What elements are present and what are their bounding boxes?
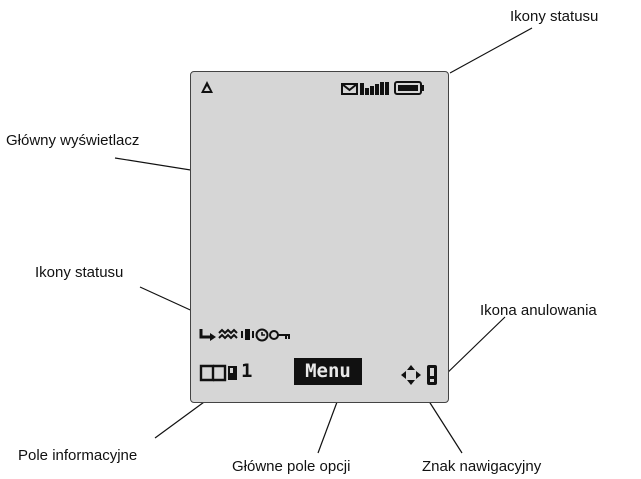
label-main-option-field: Główne pole opcji [232, 458, 351, 475]
key-lock-icon [269, 330, 290, 340]
label-navigation-sign: Znak nawigacyjny [422, 458, 542, 475]
ringer-wave-icon [218, 328, 238, 340]
label-main-display: Główny wyświetlacz [6, 132, 140, 149]
navigation-arrows-icon [401, 365, 421, 385]
vibrate-icon [241, 329, 254, 340]
phonebook-icon [199, 364, 237, 382]
label-info-field: Pole informacyjne [18, 447, 138, 464]
cancel-icon [427, 365, 437, 385]
antenna-icon [201, 81, 213, 93]
call-forward-icon [199, 329, 216, 341]
label-cancel-icon: Ikona anulowania [480, 302, 597, 319]
menu-softkey[interactable]: Menu [294, 358, 362, 385]
label-status-icons-top: Ikony statusu [510, 8, 599, 25]
status-icon-row [199, 328, 290, 342]
label-status-icons-bottom: Ikony statusu [35, 264, 124, 281]
leader-status-top [449, 27, 533, 74]
envelope-icon [341, 83, 358, 95]
signal-strength-icon [360, 82, 389, 95]
line-number: 1 [241, 360, 253, 382]
alarm-clock-icon [255, 328, 269, 342]
leader-navigation [424, 394, 463, 454]
phone-display: 1 Menu [190, 71, 449, 403]
leader-cancel [441, 316, 506, 379]
battery-icon [394, 81, 424, 95]
leader-main-option [317, 393, 341, 454]
